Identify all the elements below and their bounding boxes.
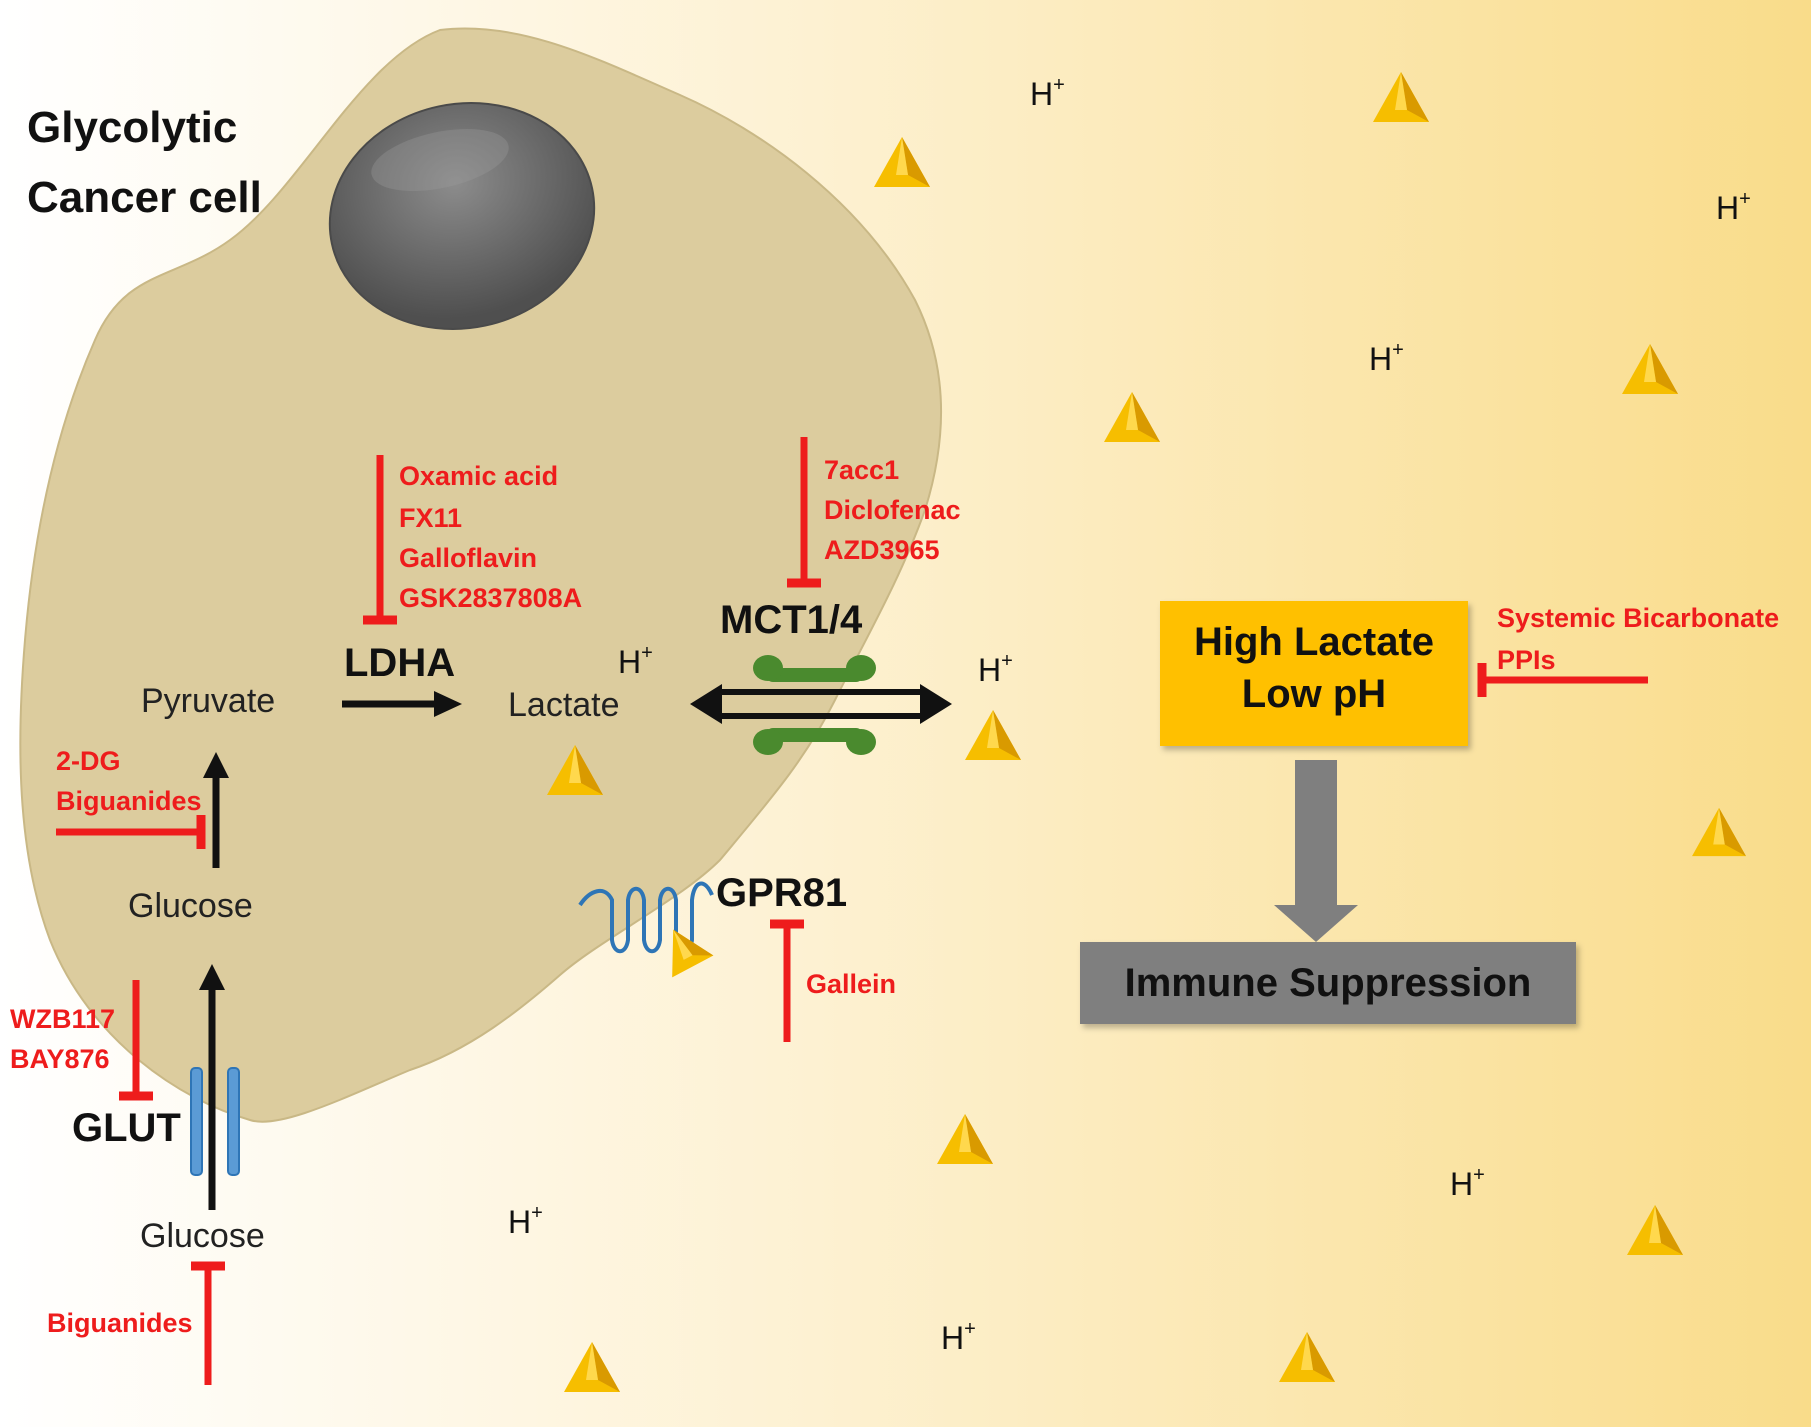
proton-label: H+ (1450, 1165, 1485, 1202)
proton-charge: + (1053, 74, 1065, 96)
effect-box (1080, 942, 1576, 1024)
glut-inhibitor-2: BAY876 (10, 1044, 110, 1074)
tme-box-label: High Lactate Low pH (1160, 616, 1468, 720)
lactate-label: Lactate (508, 686, 620, 724)
mct-inhibitor-2: Diclofenac (824, 495, 961, 525)
ldha-inhibitor-2: FX11 (399, 503, 463, 533)
proton-charge: + (641, 642, 653, 664)
gpr81-inhibitor-bar (770, 919, 804, 1042)
glut-inhibitor-bar (119, 980, 153, 1101)
proton-symbol: H (1450, 1166, 1474, 1202)
glut-label: GLUT (72, 1106, 181, 1150)
glucose-outside-label: Glucose (140, 1217, 265, 1255)
cancer-cell (19, 27, 942, 1123)
proton-charge: + (964, 1318, 976, 1340)
ldha-reaction-arrow (342, 691, 462, 717)
nucleus (328, 102, 596, 330)
tme-line2: Low pH (1241, 672, 1387, 716)
lactate-export-arrow (690, 684, 952, 724)
acidity-inhibitor-2: PPIs (1497, 645, 1556, 675)
proton-symbol: H (978, 652, 1002, 688)
proton-symbol: H (1716, 190, 1740, 226)
proton-charge: + (531, 1202, 543, 1224)
glycolysis-arrow (203, 752, 229, 868)
proton-label: H+ (978, 651, 1013, 688)
immune-suppression-arrow (1274, 760, 1358, 942)
proton-symbol: H (508, 1204, 532, 1240)
proton-charge: + (1739, 188, 1751, 210)
proton-charge: + (1473, 1164, 1485, 1186)
glucose-uptake-inhibitor-bar (191, 1261, 225, 1385)
gpr81-inhibitor: Gallein (806, 969, 897, 999)
glycolysis-inhibitor-1: 2-DG (56, 746, 121, 776)
glut-channel (190, 1067, 240, 1176)
glut-inhibitor-1: WZB117 (10, 1004, 116, 1034)
proton-label: H+ (1030, 75, 1065, 112)
mct-label: MCT1/4 (720, 598, 863, 642)
acidity-inhibitor-1: Systemic Bicarbonate (1497, 603, 1780, 633)
glucose-uptake-arrow (199, 964, 225, 1210)
tme-line1: High Lactate (1193, 620, 1435, 664)
mct-inhibitor-3: AZD3965 (824, 535, 940, 565)
proton-label: H+ (618, 643, 653, 680)
proton-symbol: H (1030, 76, 1054, 112)
proton-label: H+ (1716, 189, 1751, 226)
proton-charge: + (1392, 339, 1404, 361)
proton-symbol: H (941, 1320, 965, 1356)
cell-title-line2: Cancer cell (27, 173, 262, 222)
proton-charge: + (1001, 650, 1013, 672)
glucose-uptake-inhibitor: Biguanides (47, 1308, 193, 1338)
cell-title-line1: Glycolytic (27, 103, 238, 152)
proton-label: H+ (508, 1203, 543, 1240)
glucose-inside-label: Glucose (128, 887, 253, 925)
ldha-inhibitor-3: Galloflavin (399, 543, 538, 573)
ldha-inhibitor-1: Oxamic acid (399, 461, 559, 491)
mct-transporter (753, 655, 876, 755)
proton-symbol: H (618, 644, 642, 680)
ldha-inhibitor-4: GSK2837808A (399, 583, 583, 613)
proton-label: H+ (941, 1319, 976, 1356)
proton-label: H+ (1369, 340, 1404, 377)
mct-inhibitor-1: 7acc1 (824, 455, 900, 485)
glycolysis-inhibitor-2: Biguanides (56, 786, 202, 816)
tme-box (1160, 601, 1468, 746)
proton-symbol: H (1369, 341, 1393, 377)
glycolysis-inhibitor-bar (56, 815, 206, 849)
acidity-inhibitor-bar (1477, 663, 1648, 697)
gpr81-label: GPR81 (716, 871, 848, 915)
mct-inhibitor-bar (787, 437, 821, 588)
effect-box-label: Immune Suppression (1124, 961, 1532, 1005)
ldha-label: LDHA (344, 641, 456, 685)
ldha-inhibitor-bar (363, 455, 397, 625)
pyruvate-label: Pyruvate (141, 682, 276, 720)
